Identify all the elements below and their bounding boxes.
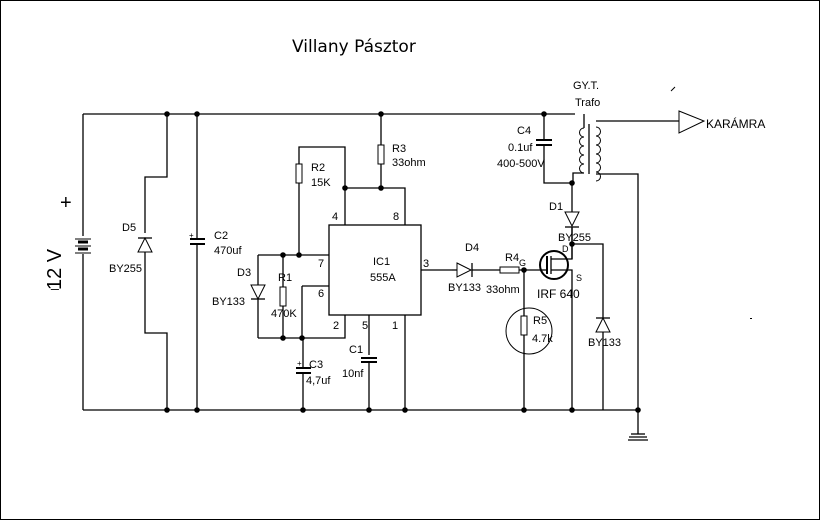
r2-value: 15K — [311, 177, 331, 189]
q1-gate-label: G — [519, 258, 526, 268]
junction-dot — [521, 267, 527, 273]
junction-dot — [378, 185, 384, 191]
capacitor-c1 — [361, 357, 377, 363]
d5-ref: D5 — [122, 222, 136, 234]
ground-icon — [628, 410, 648, 441]
capacitor-c4 — [536, 114, 572, 184]
svg-text:+: + — [189, 231, 194, 240]
junction-dot — [280, 335, 286, 341]
junction-dot — [280, 252, 286, 258]
junction-dot — [541, 111, 547, 117]
ic1-value: 555A — [370, 272, 396, 284]
transformer-name: GY.T. — [573, 80, 599, 92]
c4-ref: C4 — [517, 125, 531, 137]
r4-ref: R4 — [505, 252, 519, 264]
resistor-r2 — [295, 146, 346, 255]
junction-dot — [164, 111, 170, 117]
supply-plus-sign: + — [60, 192, 72, 214]
c3-value: 4,7uf — [306, 375, 331, 387]
r3-value: 33ohm — [392, 157, 426, 169]
junction-dot — [342, 185, 348, 191]
junction-dot — [569, 180, 575, 186]
junction-dot — [635, 407, 641, 413]
c4-value: 0.1uf — [508, 142, 533, 154]
r2-ref: R2 — [311, 162, 325, 174]
ic1-ref: IC1 — [373, 256, 390, 268]
r4-value: 33ohm — [486, 284, 520, 296]
supply-voltage-label: 12 V — [44, 248, 66, 290]
svg-text:+: + — [297, 359, 302, 368]
d2-value: BY133 — [588, 337, 621, 349]
r1-ref: R1 — [278, 272, 292, 284]
supply-minus-sign: _ — [50, 274, 59, 290]
q1-drain-label: D — [562, 244, 569, 254]
d4-ref: D4 — [465, 242, 479, 254]
ic1-pin-2: 2 — [333, 320, 339, 332]
capacitor-c2: + — [189, 114, 205, 410]
diode-d4 — [452, 262, 500, 278]
battery-12v — [75, 114, 91, 410]
diode-d3 — [250, 255, 266, 338]
resistor-r3 — [344, 114, 406, 225]
d3-value: BY133 — [212, 296, 245, 308]
junction-dot — [521, 407, 527, 413]
c1-value: 10nf — [342, 368, 364, 380]
r1-value: 470K — [271, 308, 297, 320]
c3-ref: C3 — [309, 359, 323, 371]
junction-dot — [164, 407, 170, 413]
ic1-pin-6: 6 — [318, 288, 324, 300]
output-connector — [678, 110, 706, 134]
junction-dot — [299, 335, 305, 341]
ic1-pin-3: 3 — [423, 258, 429, 270]
ic1-pin-7: 7 — [318, 258, 324, 270]
r5-value: 4.7k — [532, 333, 553, 345]
c2-ref: C2 — [214, 230, 228, 242]
diagram-title: Villany Pásztor — [292, 37, 416, 57]
junctions — [164, 111, 641, 413]
diode-d2 — [572, 243, 611, 410]
d1-ref: D1 — [549, 201, 563, 213]
junction-dot — [378, 111, 384, 117]
stray-mark — [670, 86, 676, 92]
ic1-pin-1: 1 — [392, 320, 398, 332]
q1-value: IRF 640 — [537, 287, 580, 301]
d5-value: BY255 — [109, 263, 142, 275]
c4-rating: 400-500V — [497, 158, 545, 170]
junction-dot — [296, 252, 302, 258]
ic1-pin-8: 8 — [393, 211, 399, 223]
c2-value: 470uf — [214, 245, 242, 257]
r3-ref: R3 — [392, 143, 406, 155]
resistor-r1 — [279, 255, 287, 338]
c1-ref: C1 — [349, 344, 363, 356]
junction-dot — [402, 407, 408, 413]
resistor-r5 — [505, 270, 553, 410]
junction-dot — [300, 407, 306, 413]
output-label: KARÁMRA — [706, 116, 765, 131]
junction-dot — [569, 241, 575, 247]
junction-dot — [194, 111, 200, 117]
stray-mark — [750, 318, 752, 319]
transformer-type: Trafo — [575, 97, 600, 109]
ic1-555-timer — [258, 224, 452, 410]
ic1-pin-4: 4 — [332, 211, 338, 223]
r5-ref: R5 — [533, 315, 547, 327]
d1-value: BY255 — [558, 232, 591, 244]
d4-value: BY133 — [448, 282, 481, 294]
capacitor-c3: + — [296, 338, 311, 410]
junction-dot — [569, 407, 575, 413]
transformer-t1 — [572, 114, 679, 410]
diode-d5 — [137, 114, 168, 410]
d3-ref: D3 — [237, 267, 251, 279]
junction-dot — [194, 407, 200, 413]
junction-dot — [366, 407, 372, 413]
q1-source-label: S — [576, 273, 582, 283]
ic1-pin-5: 5 — [362, 320, 368, 332]
